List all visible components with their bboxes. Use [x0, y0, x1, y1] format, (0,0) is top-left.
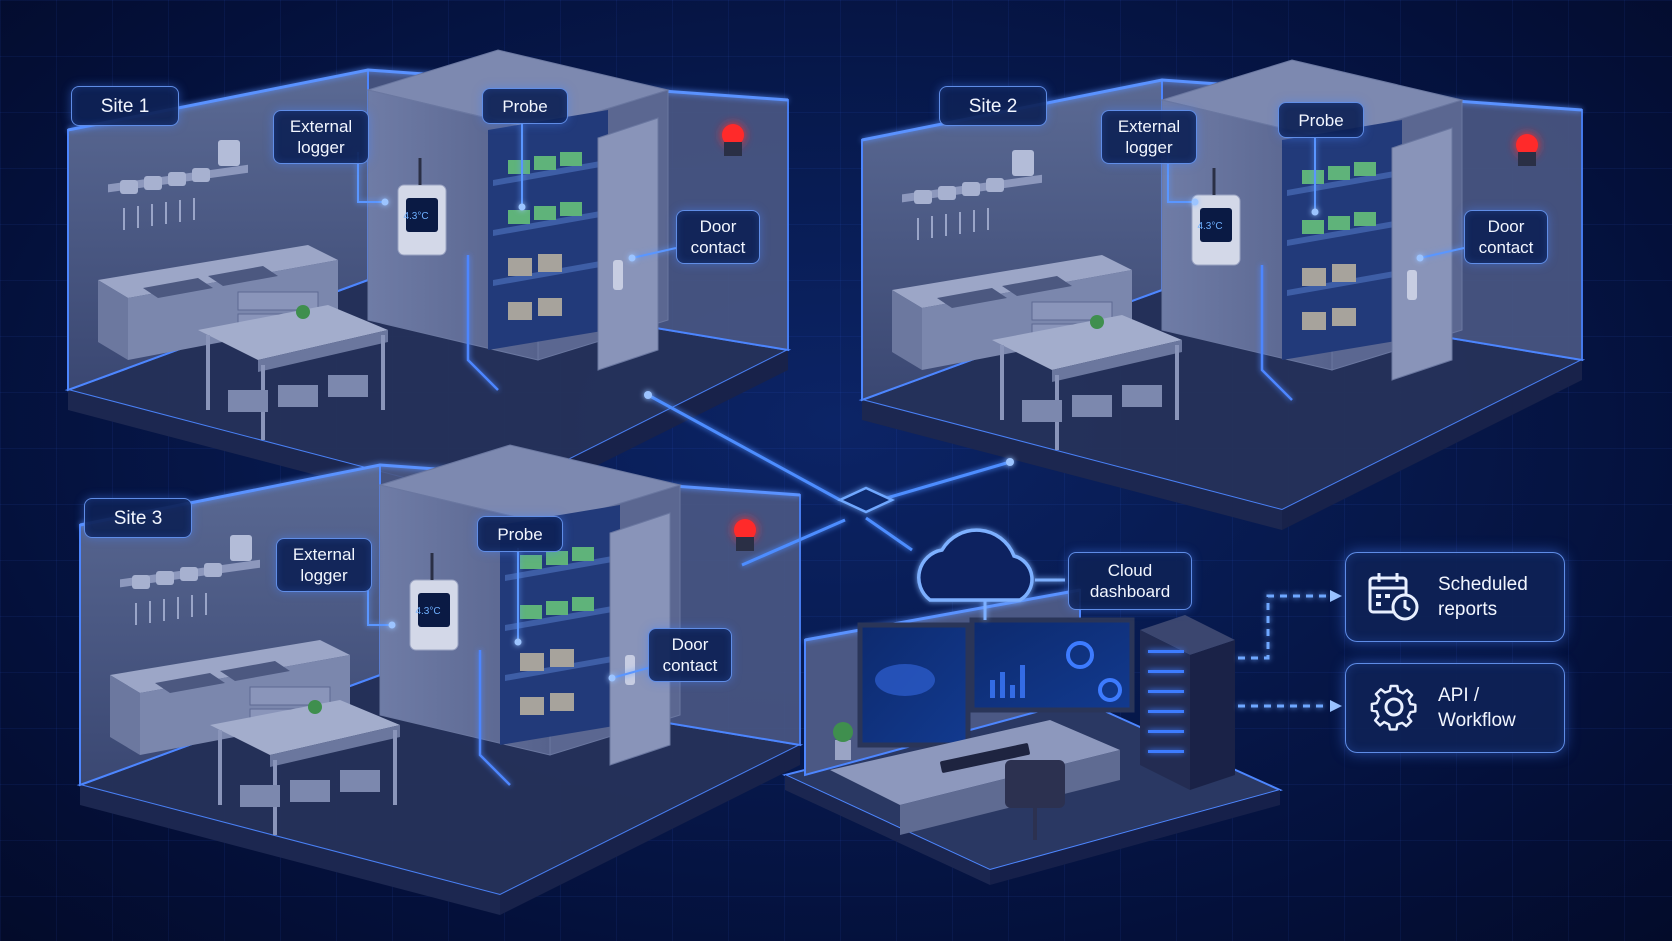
- cloud-icon: [917, 528, 1065, 620]
- site-1-external-logger-label: External logger: [273, 110, 369, 164]
- site-1-probe-label: Probe: [482, 88, 568, 124]
- site-3-probe-label: Probe: [477, 516, 563, 552]
- scheduled-reports-card: Scheduled reports: [1345, 552, 1565, 642]
- site-1-door-contact-label: Door contact: [676, 210, 760, 264]
- site-1-label: Site 1: [71, 86, 179, 126]
- site-3-label: Site 3: [84, 498, 192, 538]
- site-2-logger-reading: 4.3°C: [1197, 221, 1222, 232]
- cloud-dashboard-room: [782, 588, 1283, 885]
- site-2-label: Site 2: [939, 86, 1047, 126]
- gear-icon: [1370, 684, 1417, 731]
- site-1-logger-reading: 4.3°C: [403, 211, 428, 222]
- cloud-dashboard-label: Cloud dashboard: [1068, 552, 1192, 610]
- site-2-door-contact-label: Door contact: [1464, 210, 1548, 264]
- network-hub: [837, 486, 895, 514]
- api-workflow-label: API / Workflow: [1438, 685, 1516, 731]
- calendar-clock-icon: [1368, 573, 1419, 621]
- dashboard-monitor: [969, 617, 1135, 713]
- output-connectors: [1238, 594, 1328, 708]
- label-leaders: [357, 124, 1465, 679]
- network-links: [647, 393, 1011, 567]
- api-workflow-card: API / Workflow: [1345, 663, 1565, 753]
- site-3-logger-reading: 4.3°C: [415, 606, 440, 617]
- site-3-external-logger-label: External logger: [276, 538, 372, 592]
- site-2-external-logger-label: External logger: [1101, 110, 1197, 164]
- site-2-probe-label: Probe: [1278, 102, 1364, 138]
- site-2-room: [862, 60, 1582, 530]
- site-3-door-contact-label: Door contact: [648, 628, 732, 682]
- scheduled-reports-label: Scheduled reports: [1438, 574, 1528, 620]
